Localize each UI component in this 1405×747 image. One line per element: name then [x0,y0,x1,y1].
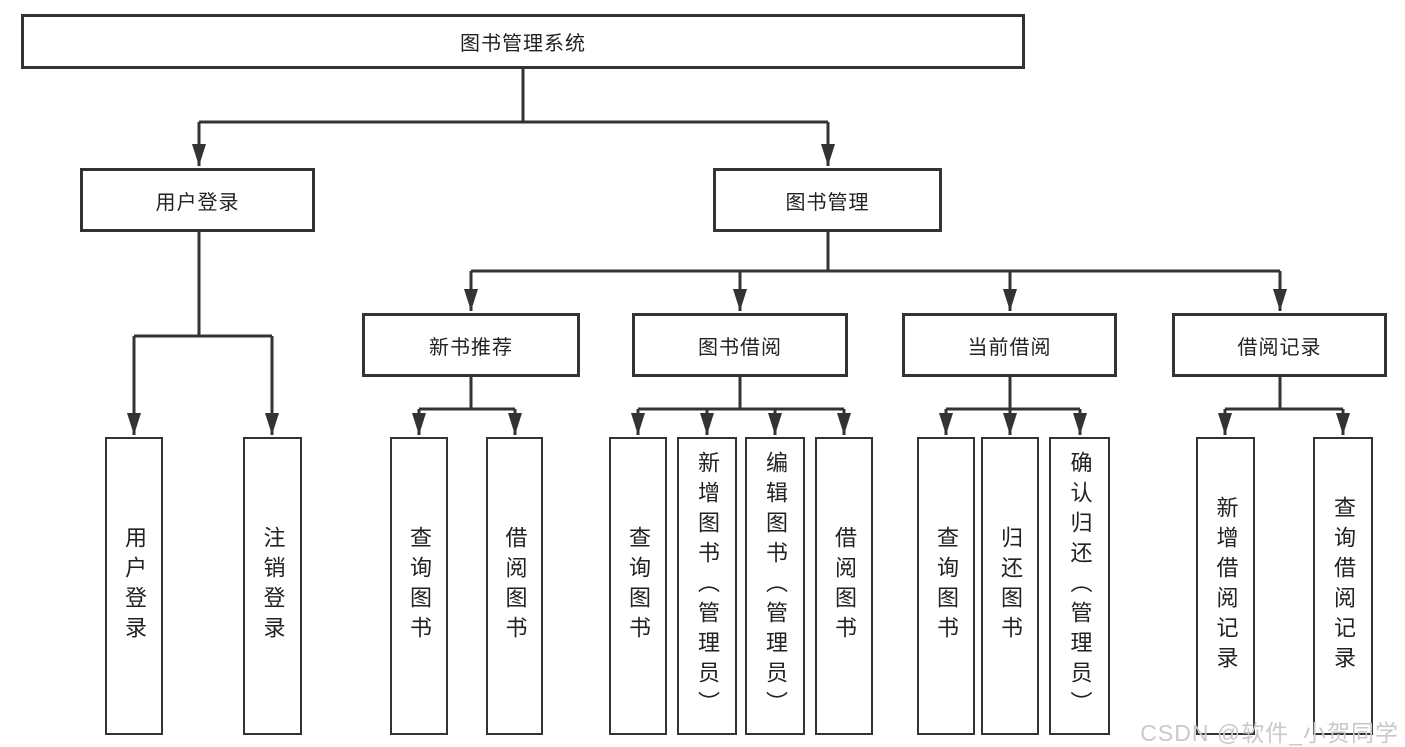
leaf-query-borrow-record: 查询借阅记录 [1313,437,1373,735]
leaf-edit-book-admin: 编辑图书（管理员） [745,437,805,735]
leaf-query-books-borrow: 查询图书 [609,437,667,735]
connector-user-login-children [127,232,279,435]
connector-book-borrow-children [631,377,851,435]
leaf-borrow-books: 借阅图书 [815,437,873,735]
node-library-system: 图书管理系统 [21,14,1025,69]
leaf-return-book: 归还图书 [981,437,1039,735]
node-book-management: 图书管理 [713,168,942,232]
connector-current-borrow-children [939,377,1087,435]
connector-root-to-level2 [192,69,835,166]
node-new-book-recommend: 新书推荐 [362,313,580,377]
node-book-borrow: 图书借阅 [632,313,848,377]
leaf-user-login: 用户登录 [105,437,163,735]
leaf-add-book-admin: 新增图书（管理员） [677,437,737,735]
node-borrow-records: 借阅记录 [1172,313,1387,377]
connector-new-book-children [412,377,522,435]
connector-book-management-children [464,232,1287,311]
node-user-login: 用户登录 [80,168,315,232]
connector-borrow-record-children [1218,377,1350,435]
leaf-logout: 注销登录 [243,437,302,735]
leaf-add-borrow-record: 新增借阅记录 [1196,437,1255,735]
leaf-confirm-return-admin: 确认归还（管理员） [1049,437,1110,735]
leaf-query-books-current: 查询图书 [917,437,975,735]
leaf-borrow-books-recommend: 借阅图书 [486,437,543,735]
watermark: CSDN @软件_小贺同学 [1140,720,1399,746]
leaf-query-books-recommend: 查询图书 [390,437,448,735]
node-current-borrow: 当前借阅 [902,313,1117,377]
